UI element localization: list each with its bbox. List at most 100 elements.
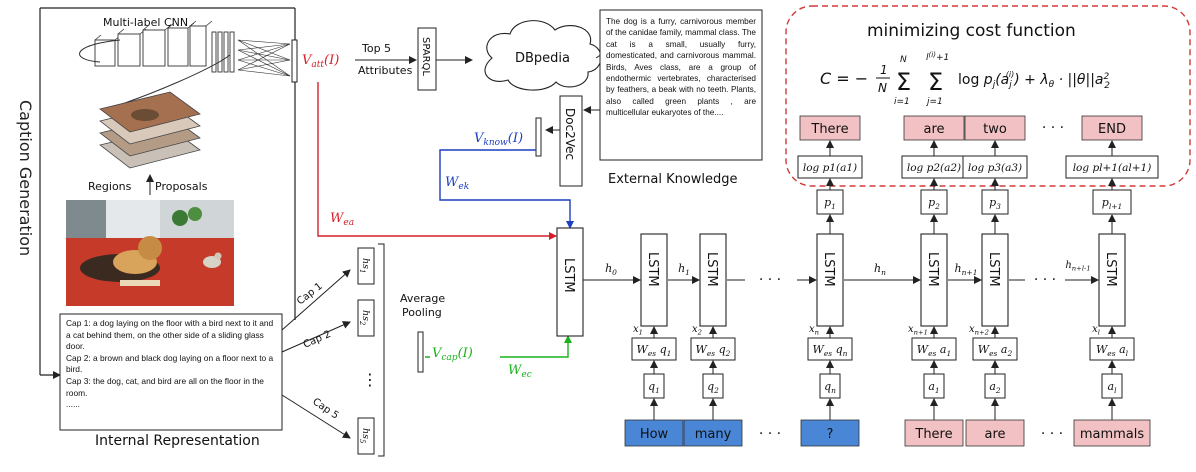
caption-generation-label: Caption Generation (16, 100, 35, 256)
token-label-2: q2​ (707, 380, 719, 395)
w-ek-label: Wek (445, 175, 469, 192)
x-label-5: xn+2​ (969, 324, 989, 337)
caption-1: Cap 1: a dog laying on the floor with a … (66, 318, 274, 352)
caption-2: Cap 2: a brown and black dog laying on a… (66, 352, 274, 375)
p-box-3 (981, 189, 1009, 215)
cost-function-frame (785, 5, 1191, 187)
lstm-label-5: LSTM (986, 252, 1001, 287)
output-word-label-4: END (1098, 122, 1126, 137)
dbpedia-label: DBpedia (515, 51, 570, 66)
lstm-init-label: LSTM (561, 258, 576, 293)
cnn-fan-line (237, 43, 291, 71)
doc2vec-box (559, 95, 583, 187)
hs-boxes: hs1 hs2 ⋮ hs5 (357, 243, 385, 457)
cnn-layer-edge-5 (189, 20, 197, 27)
cnn-fc-2 (217, 31, 223, 73)
lstm-label-6: LSTM (1103, 252, 1118, 287)
word-label-1: How (640, 427, 669, 442)
region-proposals-stack (99, 91, 201, 169)
knowledge-text: The dog is a furry, carnivorous member o… (606, 17, 756, 118)
cnn-fc-3 (223, 31, 229, 73)
word-box-2 (683, 419, 743, 447)
top5-label: Top 5 (361, 42, 391, 55)
svg-text:i=1: i=1 (894, 97, 910, 107)
lstm-dots-2: · · · (1034, 272, 1056, 288)
word-box-6 (1073, 419, 1151, 447)
log-label-3: log p3(a3) (968, 162, 1022, 174)
v-cap-vector (417, 331, 424, 373)
p-label-2: p2​ (928, 196, 940, 211)
cnn-fan-line (237, 39, 291, 77)
hn1-label: hn+1​ (955, 262, 978, 277)
cnn-fc-4 (229, 31, 235, 73)
green-arrow (425, 336, 568, 358)
token-label-5: a2​ (989, 380, 1001, 395)
blue-arrow (439, 149, 574, 229)
cnn-layer-edge-3 (142, 24, 150, 31)
cnn-layer-5 (189, 25, 207, 67)
embedding-label-3: Wes​ qn​ (813, 343, 848, 358)
multilabel-cnn: Multi-label CNN (79, 16, 235, 109)
cnn-fan-line (237, 39, 291, 61)
lstm-label-4: LSTM (925, 252, 940, 287)
token-label-6: al​ (1108, 380, 1118, 395)
word-label-6: mammals (1080, 427, 1145, 442)
output-word-label-3: two (983, 122, 1007, 137)
lstm-box-4 (920, 233, 948, 327)
log-label-2: log p2(a2) (907, 162, 961, 174)
cnn-layer-edge-b-5 (205, 20, 213, 27)
cnn-layer-edge-1 (94, 34, 102, 41)
word-box-4 (904, 419, 964, 447)
p-label-4: pl+1​ (1102, 196, 1122, 211)
log-label-4: log pl+1(al+1) (1073, 162, 1152, 174)
output-word-box-2 (903, 115, 965, 141)
regions-label: Regions (88, 180, 132, 193)
hn-label: hn​ (874, 262, 886, 277)
external-knowledge-box (599, 9, 763, 161)
word-box-3 (800, 419, 860, 447)
word-label-3: ? (827, 427, 834, 442)
v-know-vector (535, 117, 542, 157)
p-box-4 (1092, 189, 1132, 215)
cnn-layer-3 (142, 29, 166, 67)
word-label-2: many (695, 427, 732, 442)
svg-text:log pj(aj(i)) + λθ · ||θ||a22: log pj(aj(i)) + λθ · ||θ||a22 (958, 70, 1110, 91)
v-att-label: Vatt(I) (302, 53, 339, 70)
embedding-label-5: Wes​ a2​ (978, 343, 1013, 358)
v-att-vector (291, 39, 298, 83)
internal-representation-label: Internal Representation (95, 433, 260, 449)
caption-ellipsis: ...... (66, 399, 80, 410)
sparql-box (417, 27, 437, 91)
w-ec-label: Wec (508, 363, 532, 380)
cost-formula: C = − 1 N Σ N i=1 Σ l(i)+1 j=1 log pj(aj… (820, 51, 1110, 107)
cnn-fan-line (237, 59, 291, 77)
output-word-box-4 (1081, 115, 1143, 141)
x-label-6: xl​ (1092, 324, 1100, 337)
word-box-5 (965, 419, 1025, 447)
cap5-arrow-label: Cap 5 (310, 396, 340, 421)
p-label-1: p1​ (824, 196, 836, 211)
svg-text:l(i)+1: l(i)+1 (926, 51, 949, 63)
word-dots-1: · · · (759, 426, 781, 442)
cnn-layer-edge-2 (117, 28, 125, 35)
captions-box (59, 313, 283, 431)
cap2-arrow-label: Cap 2 (302, 329, 333, 351)
word-dots-2: · · · (1041, 426, 1063, 442)
multilabel-cnn-label: Multi-label CNN (103, 16, 188, 29)
input-image (66, 200, 234, 306)
output-word-label-1: There (810, 122, 848, 137)
cnn-layer-edge-4 (167, 22, 175, 29)
cost-function-title: minimizing cost function (867, 21, 1076, 41)
lstm-label-2: LSTM (704, 252, 719, 287)
hs5-box (357, 417, 375, 455)
embedding-label-6: Wes​ al​ (1096, 343, 1129, 358)
proposals-label: Proposals (155, 180, 208, 193)
cnn-fan-line (237, 39, 291, 45)
cap1-arrow-label: Cap 1 (295, 281, 325, 308)
svg-text:N: N (878, 81, 887, 95)
svg-text:j=1: j=1 (925, 97, 943, 107)
svg-text:Σ: Σ (928, 68, 943, 96)
embedding-label-2: Wes​ q2​ (696, 343, 731, 358)
word-label-5: are (984, 427, 1005, 442)
